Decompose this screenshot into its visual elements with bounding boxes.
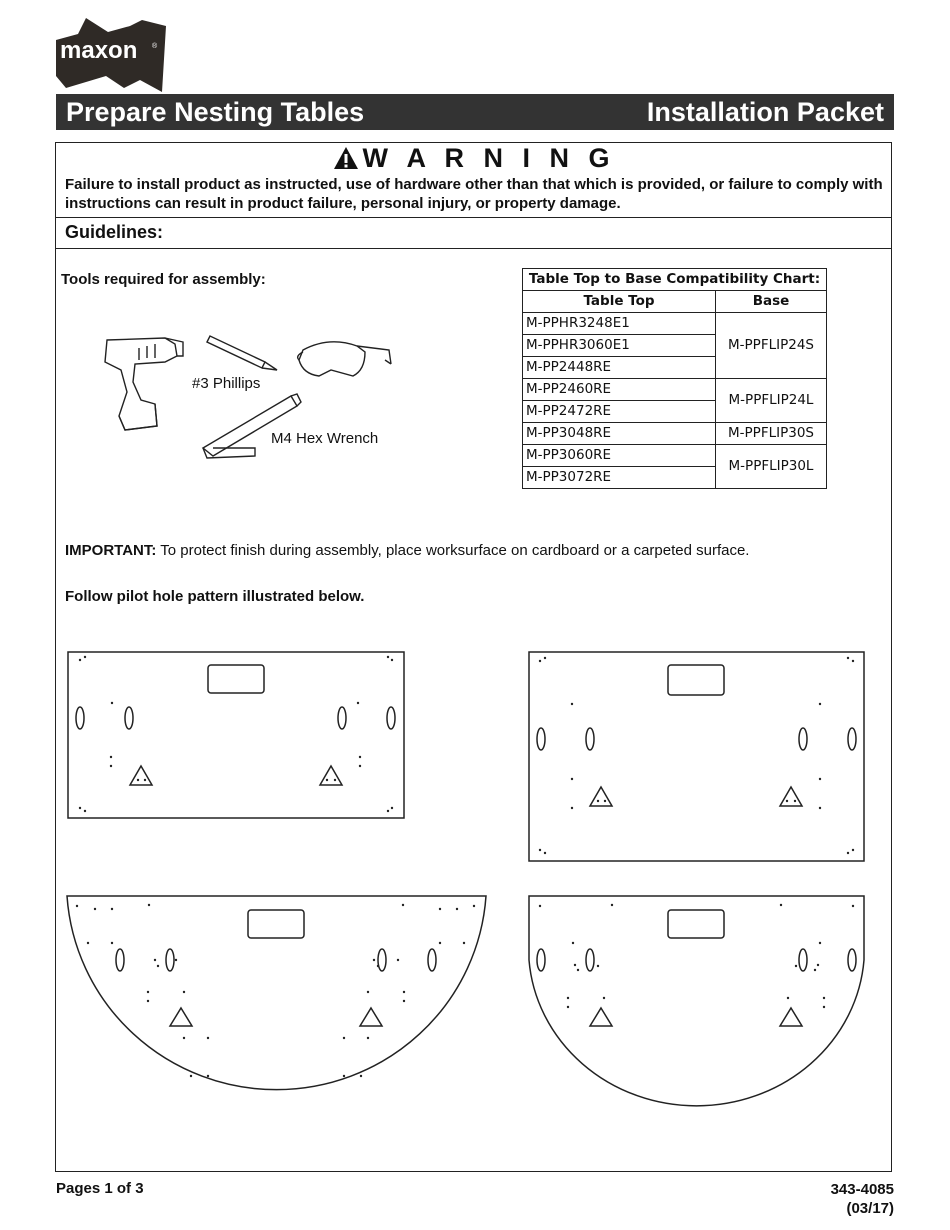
table-title-row: Table Top to Base Compatibility Chart: <box>522 268 827 291</box>
table-top-cell: M-PP2448RE <box>522 356 716 379</box>
table-row: M-PP3048RE M-PPFLIP30S <box>522 422 827 445</box>
follow-pattern-note: Follow pilot hole pattern illustrated be… <box>65 588 365 605</box>
tools-title: Tools required for assembly: <box>61 271 266 288</box>
drill-icon <box>104 337 184 431</box>
important-note: IMPORTANT: To protect finish during asse… <box>65 542 749 559</box>
half-round-top-diagram <box>66 895 487 1091</box>
rectangular-top-diagram <box>528 651 865 862</box>
hex-wrench-label: M4 Hex Wrench <box>271 430 379 447</box>
svg-text:®: ® <box>152 42 158 50</box>
screwdriver-icon <box>206 335 278 371</box>
pilot-hole-diagrams <box>66 651 865 1107</box>
doc-date: (03/17) <box>846 1200 894 1217</box>
doc-id: 343-4085 <box>830 1181 894 1198</box>
maxon-logo: maxon ® <box>56 18 166 92</box>
table-row: M-PP3060RE M-PPFLIP30L <box>522 444 827 489</box>
guidelines-heading: Guidelines: <box>65 222 164 242</box>
base-cell: M-PPFLIP30L <box>715 444 827 489</box>
packet-title: Installation Packet <box>646 96 884 127</box>
tools-illustration <box>104 335 392 459</box>
table-row: M-PP2460RE M-PPFLIP24L <box>522 378 827 423</box>
base-cell: M-PPFLIP30S <box>715 422 827 445</box>
page-count: Pages 1 of 3 <box>56 1180 144 1197</box>
warning-text: Failure to install product as instructed… <box>65 176 883 212</box>
document-number: 343-4085 (03/17) <box>800 1180 894 1218</box>
base-cell: M-PPFLIP24S <box>715 312 827 379</box>
phillips-label: #3 Phillips <box>192 375 261 392</box>
rectangular-top-diagram <box>67 651 405 819</box>
table-top-cell: M-PPHR3060E1 <box>522 334 716 357</box>
base-cell: M-PPFLIP24L <box>715 378 827 423</box>
warning-triangle-icon <box>333 147 358 169</box>
important-text: To protect finish during assembly, place… <box>156 542 750 559</box>
half-round-top-diagram <box>528 895 865 1107</box>
divider <box>56 248 892 249</box>
table-top-cell: M-PP2472RE <box>522 400 716 423</box>
title-bar: Prepare Nesting Tables Installation Pack… <box>56 94 894 130</box>
table-top-cell: M-PP3060RE <box>522 444 716 467</box>
hex-wrench-icon <box>201 393 302 459</box>
table-title: Table Top to Base Compatibility Chart: <box>522 268 827 291</box>
table-row: M-PP3072RE <box>522 466 827 489</box>
column-header-table-top: Table Top <box>522 290 716 313</box>
warning-heading: W A R N I N G <box>56 143 892 174</box>
table-top-cell: M-PP3048RE <box>522 422 716 445</box>
compatibility-table: Table Top to Base Compatibility Chart: T… <box>522 268 827 489</box>
safety-glasses-icon <box>296 341 392 377</box>
divider <box>56 217 892 218</box>
important-label: IMPORTANT: <box>65 542 157 559</box>
table-top-cell: M-PP3072RE <box>522 466 716 489</box>
content-frame <box>55 142 892 1172</box>
page-title: Prepare Nesting Tables <box>66 96 365 127</box>
table-top-cell: M-PP2460RE <box>522 378 716 401</box>
svg-text:maxon: maxon <box>60 37 137 64</box>
column-header-base: Base <box>715 290 827 313</box>
table-row: M-PP2448RE <box>522 356 827 379</box>
table-row: M-PPHR3248E1 M-PPFLIP24S <box>522 312 827 379</box>
table-header-row: Table Top Base <box>522 290 827 313</box>
table-top-cell: M-PPHR3248E1 <box>522 312 716 335</box>
warning-label: W A R N I N G <box>362 143 616 173</box>
